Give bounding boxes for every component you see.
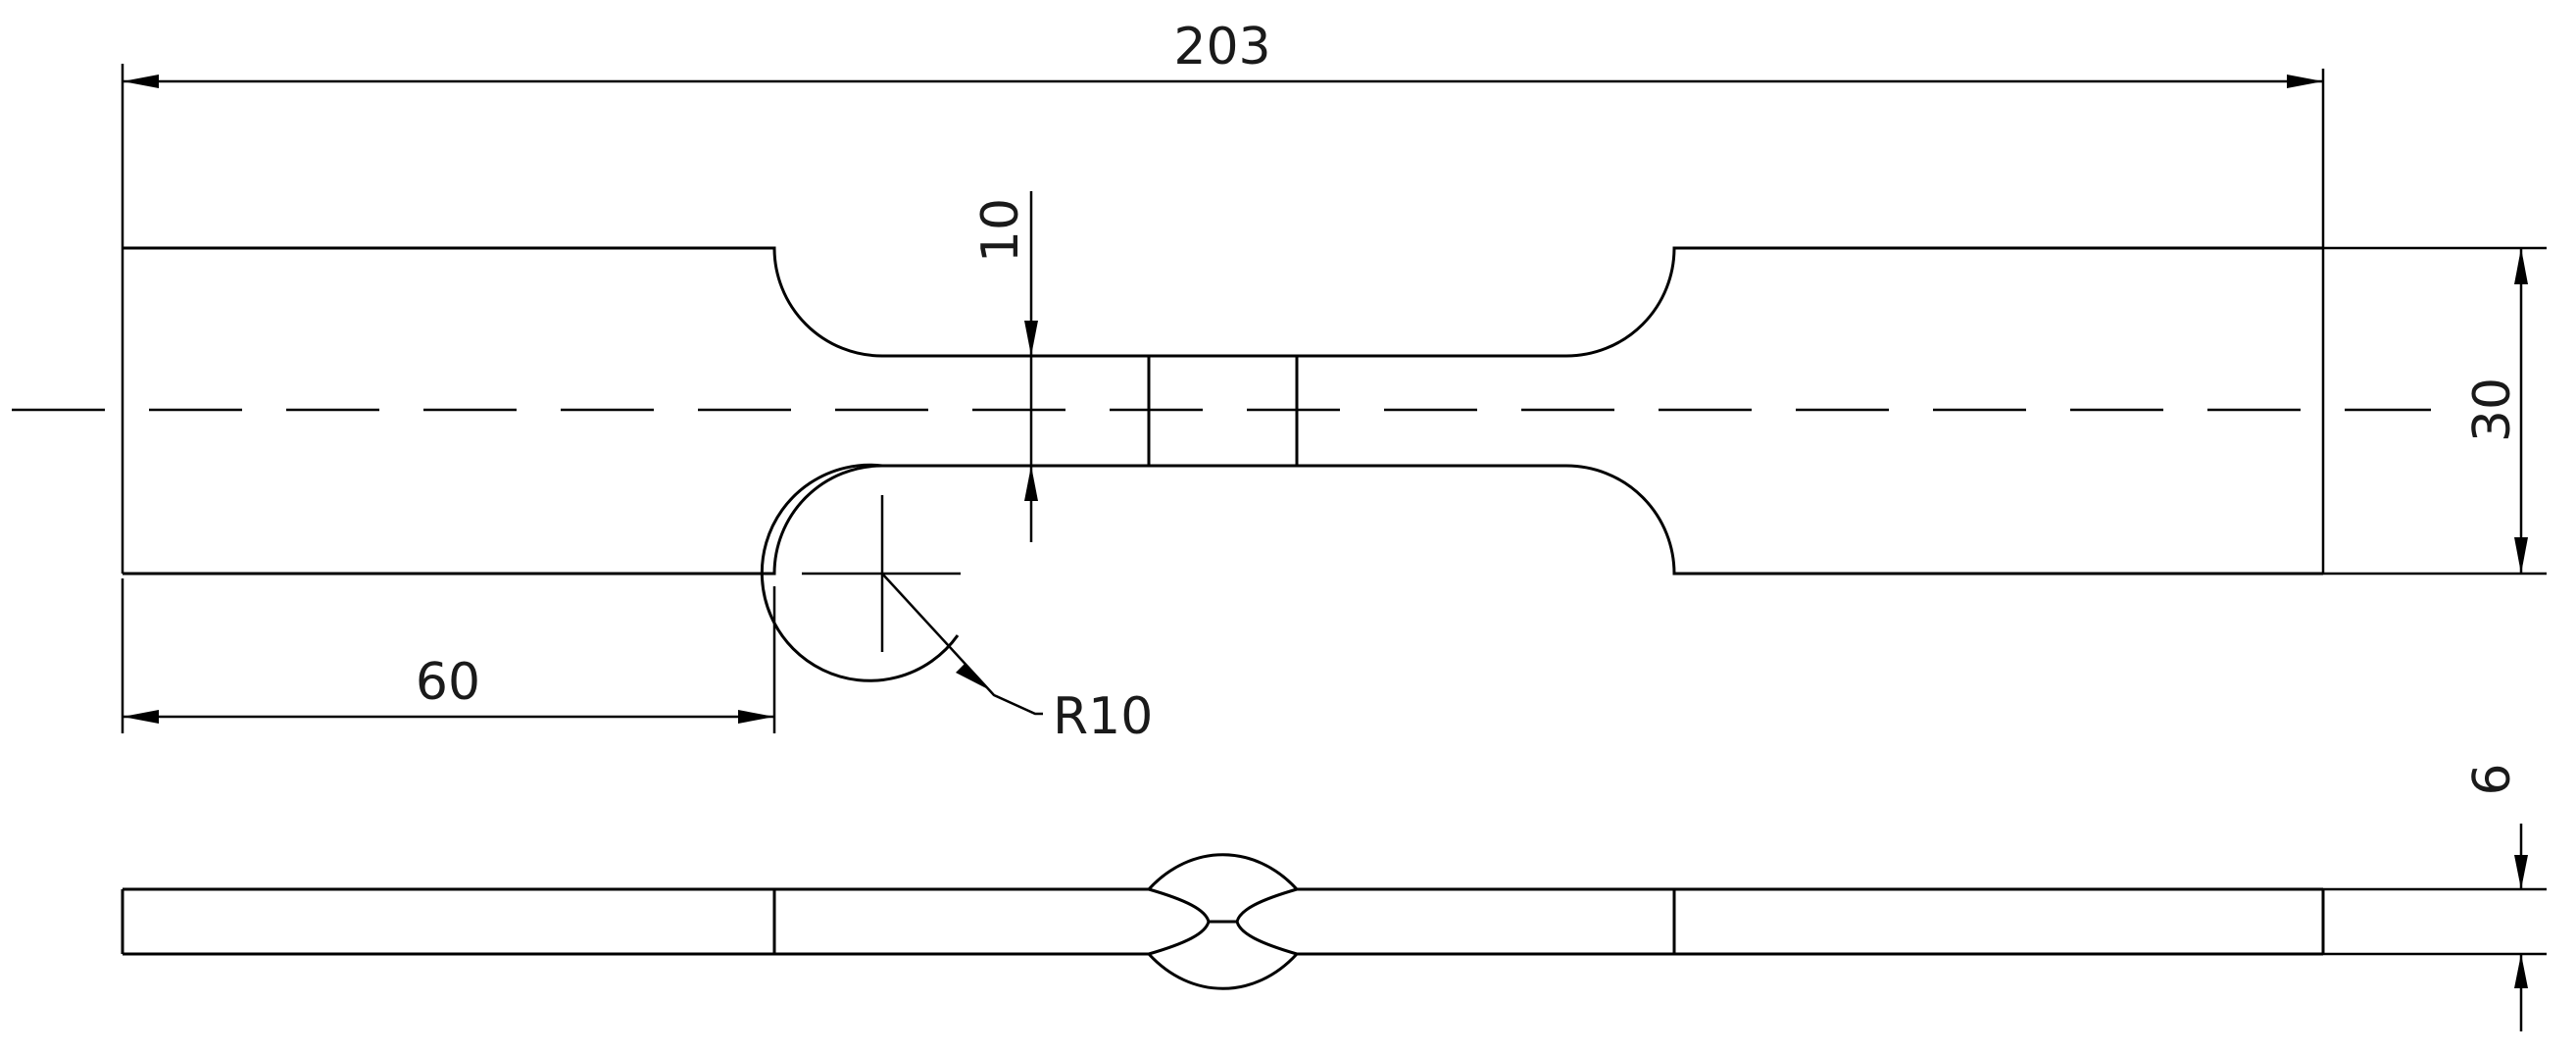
- arrowhead-bottom: [2514, 954, 2528, 988]
- dimension-label-6: 6: [2463, 763, 2522, 795]
- arrowhead-top: [2514, 855, 2528, 889]
- dimension-label-203: 203: [1173, 18, 1270, 76]
- dimension-thickness: 6: [2323, 763, 2547, 1031]
- dimension-total-width: 30: [2323, 246, 2547, 576]
- dimension-gauge-width: 10: [971, 191, 1038, 542]
- dimension-fillet-radius: R10: [881, 573, 1153, 746]
- side-notch-lower: [1147, 921, 1300, 990]
- dimension-label-60: 60: [416, 653, 480, 712]
- arrowhead-bottom: [2514, 537, 2528, 574]
- specimen-outline-top: [123, 246, 2323, 358]
- arrowhead-top: [1024, 321, 1038, 356]
- arrowhead-right: [738, 710, 774, 724]
- arrowhead-left: [123, 75, 159, 88]
- specimen-side-view: [121, 853, 2325, 990]
- arrowhead-bottom: [1024, 466, 1038, 501]
- fillet-circle-arc: [760, 463, 960, 682]
- dimension-grip-length: 60: [121, 578, 776, 733]
- dimension-label-10: 10: [971, 198, 1030, 263]
- side-notch-upper: [1146, 853, 1300, 924]
- leader-line: [881, 573, 1043, 716]
- dimension-label-r10: R10: [1053, 687, 1153, 746]
- arrowhead-left: [123, 710, 159, 724]
- arrowhead-top: [2514, 248, 2528, 284]
- specimen-outline-bottom: [123, 464, 2323, 576]
- dimension-label-30: 30: [2463, 377, 2522, 442]
- arrowhead-right: [2287, 75, 2323, 88]
- leader-arrowhead: [956, 663, 988, 689]
- dimension-overall-length: 203: [121, 18, 2325, 574]
- fillet-circle: [760, 463, 961, 682]
